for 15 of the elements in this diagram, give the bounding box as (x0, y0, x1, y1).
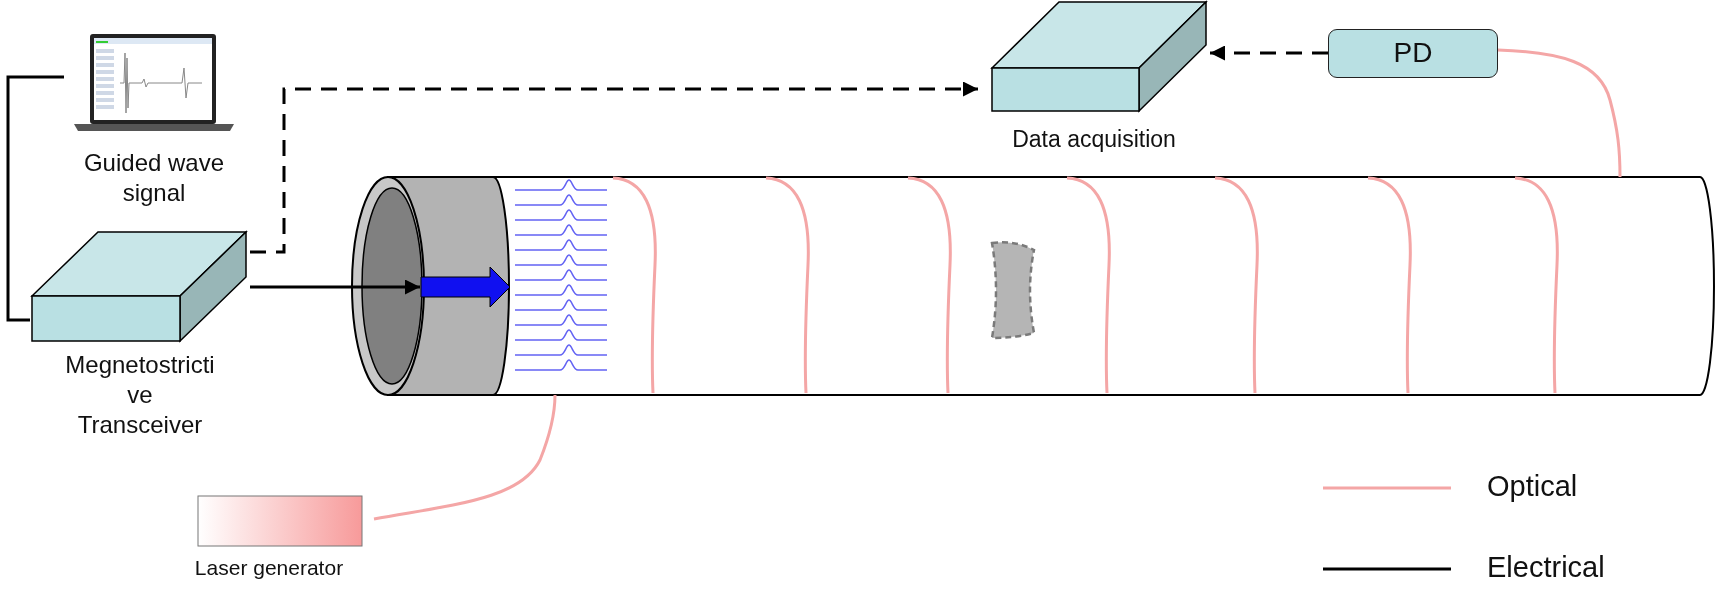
cable-line (6, 75, 64, 322)
arrow (250, 81, 978, 254)
device-label: Laser generator (193, 555, 345, 581)
optical-fiber (1497, 48, 1622, 177)
arrow (1210, 45, 1328, 61)
device-label: Data acquisition (1011, 125, 1177, 154)
pipe-drawing (351, 176, 1715, 396)
device-label: Guided wave signal (82, 148, 226, 208)
legend-label: Optical (1487, 470, 1578, 503)
device-label: Megnetostricti ve Transceiver (65, 350, 215, 440)
detector-box: PD (1328, 29, 1498, 78)
legend-label: Electrical (1487, 551, 1605, 584)
transducer-ring-drawing (351, 176, 510, 396)
arrow (250, 279, 420, 295)
optical-fiber (373, 394, 557, 521)
